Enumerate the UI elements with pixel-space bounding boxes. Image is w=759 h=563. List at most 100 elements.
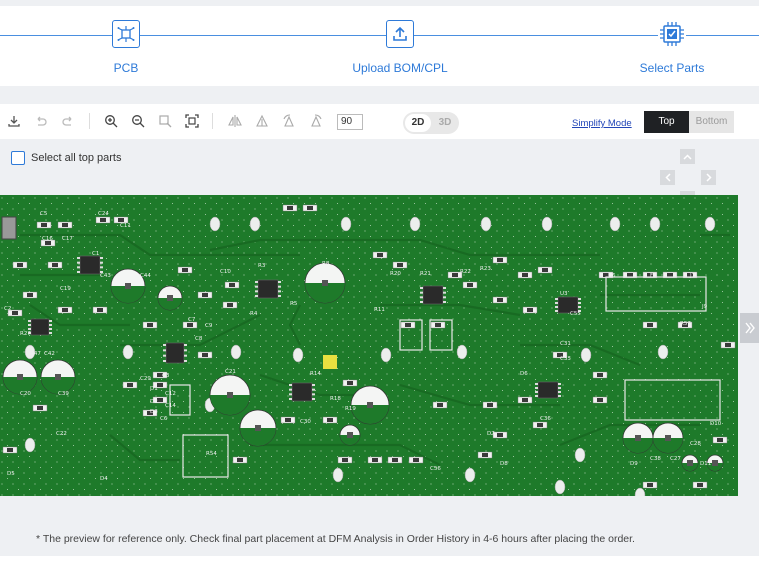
pcb-ic-pin: [558, 383, 561, 385]
pcb-smd-body: [307, 206, 313, 210]
toolbar-divider: [212, 113, 213, 129]
expand-panel-button[interactable]: [740, 313, 759, 343]
undo-icon[interactable]: [33, 113, 49, 129]
pcb-silkscreen-label: C1: [92, 251, 99, 257]
rotation-angle-input[interactable]: 90: [337, 114, 363, 130]
pcb-smd-body: [522, 273, 528, 277]
stepper-line-left: [0, 35, 113, 36]
zoom-area-icon[interactable]: [157, 113, 173, 129]
pcb-silkscreen-label: C44: [140, 273, 151, 279]
pcb-smd-body: [725, 343, 731, 347]
pcb-silkscreen-label: C9: [205, 323, 213, 329]
pcb-smd-body: [392, 458, 398, 462]
pcb-mounting-holes: [24, 216, 716, 496]
pcb-capacitor-pad: [255, 425, 261, 431]
pcb-smd-body: [227, 303, 233, 307]
flip-horizontal-icon[interactable]: [227, 113, 243, 129]
pan-up-button[interactable]: [680, 149, 695, 164]
pcb-ic-pin: [100, 257, 103, 259]
pan-right-button[interactable]: [701, 170, 716, 185]
pcb-ic-pin: [555, 302, 558, 304]
pcb-silkscreen-label: C19: [60, 286, 71, 292]
pcb-hole: [609, 216, 621, 232]
flip-vertical-icon[interactable]: [254, 113, 270, 129]
pcb-silkscreen-label: C12: [165, 391, 176, 397]
step-upload-bom[interactable]: Upload BOM/CPL: [340, 20, 460, 75]
select-all-checkbox[interactable]: [11, 151, 25, 165]
pcb-component-outline: [169, 384, 191, 416]
chip-icon: [658, 20, 686, 48]
pcb-ic-pin: [255, 281, 258, 283]
pcb-component-outline: [624, 379, 721, 421]
fit-view-icon[interactable]: [184, 113, 200, 129]
pcb-smd-body: [405, 323, 411, 327]
pcb-hole: [649, 216, 661, 232]
pcb-ic-pin: [49, 328, 52, 330]
download-icon[interactable]: [6, 113, 22, 129]
view-2d-button[interactable]: 2D: [405, 114, 431, 132]
pcb-silkscreen-label: D8: [500, 461, 508, 467]
chevron-right-icon: [705, 173, 712, 182]
stepper-line-1: [139, 35, 387, 36]
pcb-smd-body: [437, 403, 443, 407]
pcb-hole: [332, 467, 344, 483]
pcb-silkscreen-label: J9: [701, 304, 708, 310]
side-bottom-button[interactable]: Bottom: [689, 111, 734, 133]
pcb-smd-body: [147, 323, 153, 327]
step-select-parts[interactable]: Select Parts: [612, 20, 732, 75]
pcb-silkscreen-label: R11: [374, 307, 385, 313]
pcb-silkscreen-label: C42: [44, 351, 55, 357]
pcb-ic-pin: [184, 344, 187, 346]
pcb-ic: [422, 285, 444, 305]
select-all-top-parts[interactable]: Select all top parts: [11, 151, 122, 165]
pcb-silkscreen-label: D7: [487, 431, 495, 437]
pcb-smd-body: [603, 273, 609, 277]
pcb-smd-parts: [1, 204, 736, 489]
pcb-smd-body: [127, 383, 133, 387]
pcb-smd-body: [497, 258, 503, 262]
pcb-trace: [520, 343, 641, 367]
pcb-hole: [464, 467, 476, 483]
pcb-ic-pin: [443, 291, 446, 294]
pcb-smd-body: [157, 383, 163, 387]
rotate-left-icon[interactable]: [281, 113, 297, 129]
pcb-trace: [399, 383, 560, 407]
zoom-in-icon[interactable]: [103, 113, 119, 129]
simplify-mode-link[interactable]: Simplify Mode: [572, 118, 632, 129]
pcb-silkscreen-label: R21: [420, 271, 431, 277]
pcb-ic-pin: [535, 391, 538, 393]
pcb-hole: [456, 344, 468, 360]
pcb-capacitor-pad: [347, 432, 353, 438]
pcb-smd-body: [717, 438, 723, 442]
pcb-capacitor-pad: [227, 392, 233, 398]
pcb-capacitor-polarity: [111, 286, 145, 303]
side-top-button[interactable]: Top: [644, 111, 689, 133]
pcb-ic-pin: [255, 295, 258, 297]
pcb-smd-body: [202, 293, 208, 297]
chevron-left-icon: [664, 173, 671, 182]
pcb-silkscreen-label: R54: [206, 451, 217, 457]
pcb-silkscreen-label: R19: [345, 406, 356, 412]
zoom-out-icon[interactable]: [130, 113, 146, 129]
pcb-smd-body: [487, 403, 493, 407]
step-pcb[interactable]: PCB: [66, 20, 186, 75]
view-dimension-toggle[interactable]: 2D 3D: [403, 112, 459, 134]
pcb-ic-pin: [578, 298, 581, 300]
view-3d-button[interactable]: 3D: [438, 117, 452, 128]
pcb-ic-pin: [578, 306, 581, 308]
redo-icon[interactable]: [60, 113, 76, 129]
pcb-silkscreen-label: C3: [162, 373, 170, 379]
pcb-capacitor-polarity: [305, 283, 345, 303]
rotate-right-icon[interactable]: [308, 113, 324, 129]
pcb-smd-body: [237, 458, 243, 462]
pcb-silkscreen-label: U3: [560, 291, 568, 297]
pcb-ic-pin: [28, 332, 31, 334]
pcb-hole: [704, 216, 716, 232]
pcb-smd-body: [435, 323, 441, 327]
pcb-capacitor-polarity: [682, 463, 698, 471]
pcb-silkscreen-label: R27: [20, 331, 31, 337]
pcb-ic-pin: [289, 393, 292, 396]
pan-left-button[interactable]: [660, 170, 675, 185]
